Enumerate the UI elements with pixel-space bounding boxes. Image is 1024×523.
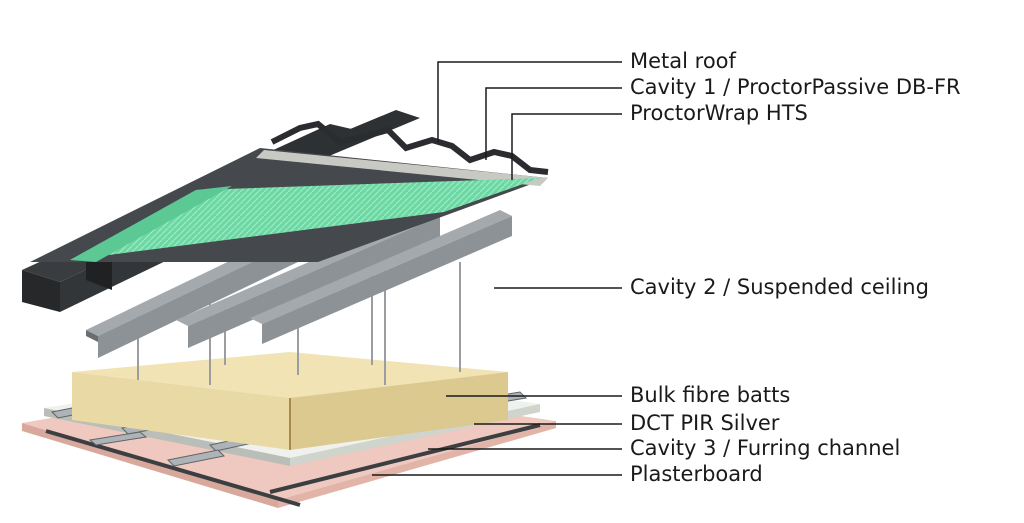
label-plasterboard: Plasterboard	[630, 462, 763, 486]
label-metal-roof: Metal roof	[630, 49, 736, 73]
label-dct-pir: DCT PIR Silver	[630, 411, 780, 435]
bulk-fibre-batts	[72, 352, 508, 450]
leader-line-icon	[372, 61, 622, 476]
label-cavity-2: Cavity 2 / Suspended ceiling	[630, 275, 929, 299]
label-cavity-3: Cavity 3 / Furring channel	[630, 436, 901, 460]
label-cavity-1: Cavity 1 / ProctorPassive DB-FR	[630, 75, 961, 99]
label-bulk-fibre: Bulk fibre batts	[630, 383, 791, 407]
label-proctorwrap: ProctorWrap HTS	[630, 101, 808, 125]
proctorwrap-membrane	[70, 178, 540, 262]
